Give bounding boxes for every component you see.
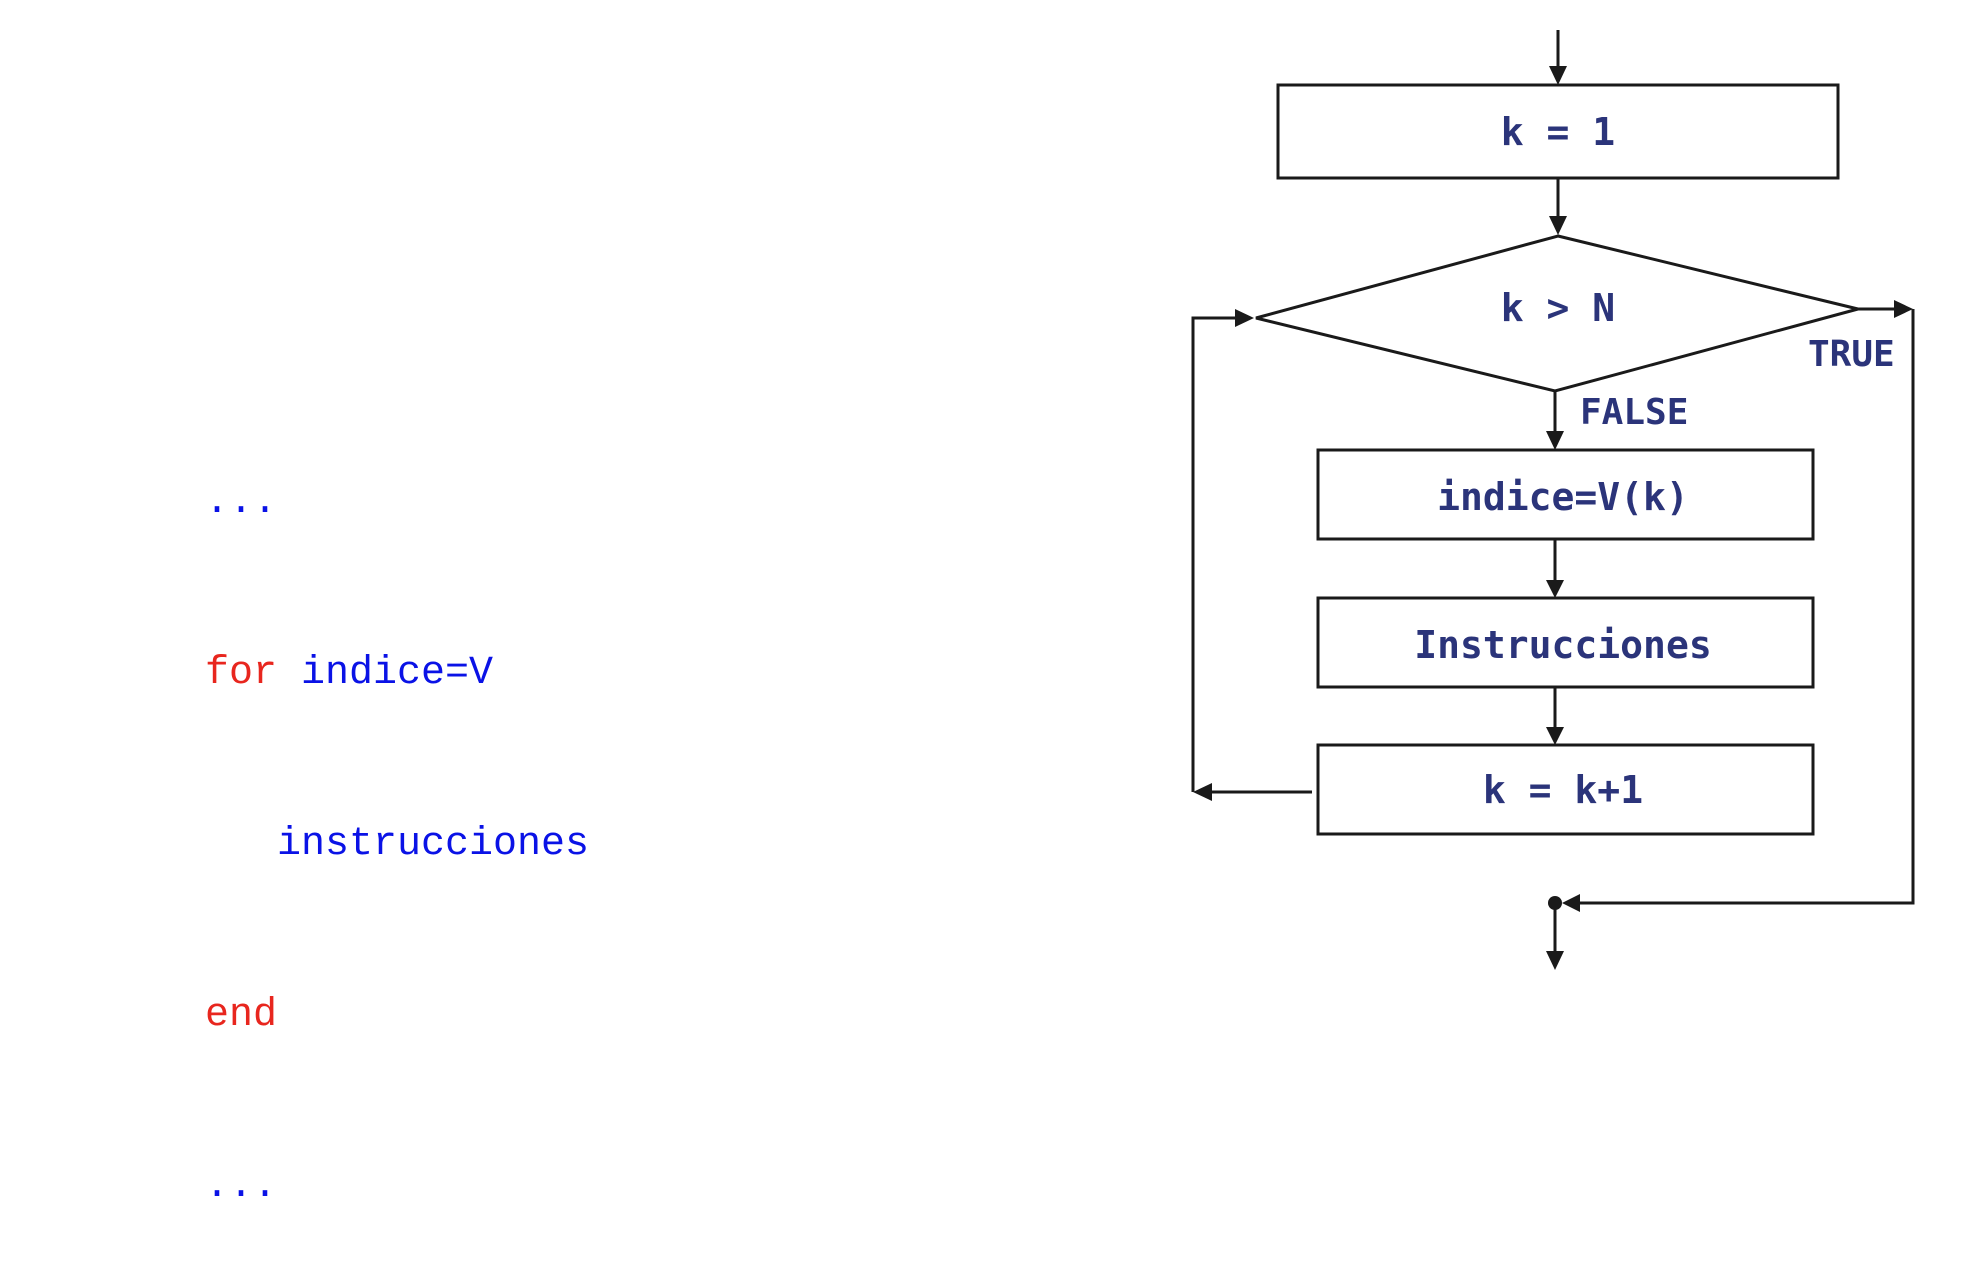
flow-true-path: [1580, 309, 1915, 905]
flow-increment-label: k = k+1: [1483, 768, 1643, 812]
flow-init-label: k = 1: [1501, 110, 1615, 154]
arrowhead: [1235, 309, 1254, 327]
arrowhead: [1546, 431, 1564, 450]
code-line-ellipsis-top: ...: [205, 474, 589, 531]
code-token: indice=V: [277, 651, 494, 696]
code-line-ellipsis-bottom: ...: [205, 1158, 589, 1215]
arrowhead: [1894, 300, 1913, 318]
flow-assign-label: indice=V(k): [1437, 475, 1689, 519]
arrowhead: [1549, 216, 1567, 235]
flow-true-label: TRUE: [1808, 334, 1895, 375]
flow-increment-box: [1316, 743, 1815, 836]
arrowhead: [1193, 783, 1212, 801]
arrowhead: [1549, 66, 1567, 85]
code-token: ...: [205, 480, 278, 525]
code-line-body: instrucciones: [205, 816, 589, 873]
code-token: instrucciones: [205, 822, 590, 867]
flow-body-box: [1316, 596, 1815, 689]
arrowhead: [1546, 951, 1564, 970]
arrowhead: [1546, 580, 1564, 598]
flow-condition-label: k > N: [1501, 286, 1615, 330]
flow-body-label: Instrucciones: [1414, 623, 1711, 667]
flow-assign-box: [1316, 448, 1815, 541]
flow-init-box: [1276, 83, 1840, 180]
code-keyword-for: for: [205, 651, 278, 696]
arrowhead: [1562, 894, 1580, 912]
flow-false-label: FALSE: [1580, 392, 1688, 433]
flow-loop-back-path: [1191, 316, 1236, 792]
code-line-for: for indice=V: [205, 645, 589, 702]
code-token: ...: [205, 1164, 278, 1209]
arrowhead: [1546, 727, 1564, 745]
for-loop-flowchart: k = 1 k > N TRUE FALSE indice=V(k) Instr…: [1191, 30, 1915, 970]
